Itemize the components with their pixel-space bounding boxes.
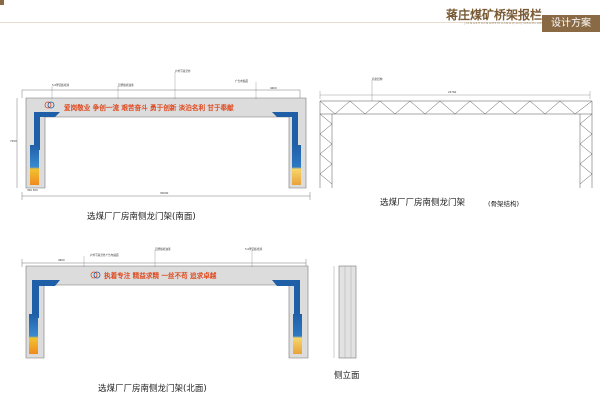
- header-title: 蒋庄煤矿桥架报栏: [445, 8, 542, 22]
- north-note-2: 铝塑板喷油漆: [155, 248, 171, 251]
- south-note-4: 广告布贴面: [235, 80, 248, 83]
- north-note-1: 户外写真室外广告布贴面: [90, 254, 119, 257]
- truss-caption: 选煤厂厂房南侧龙门架: [380, 198, 466, 208]
- south-note-3: 户外写真室外: [175, 70, 191, 73]
- south-dim-width: 30000: [160, 192, 169, 195]
- truss-dim-span: 22760: [448, 91, 457, 94]
- north-dim-top: 4600: [58, 259, 65, 262]
- truss-drawing: [319, 80, 593, 188]
- north-caption: 选煤厂厂房南侧龙门架(北面): [98, 384, 207, 394]
- south-note-1: 5.0厚铝板喷漆: [52, 84, 70, 87]
- north-view-drawing: [21, 250, 309, 359]
- truss-note: 桁架结构: [372, 78, 383, 81]
- header-badge: 设计方案: [542, 15, 600, 32]
- north-slogan: 执着专注 精益求精 一丝不苟 追求卓越: [104, 272, 217, 280]
- north-note-3: 5.0厚铝板喷漆: [245, 248, 263, 251]
- south-dim-height: 7200: [10, 140, 17, 143]
- side-caption: 侧立面: [334, 371, 360, 381]
- side-elevation-drawing: [333, 265, 357, 359]
- south-dim-foot: 300 300: [27, 189, 38, 192]
- south-caption: 选煤厂厂房南侧龙门架(南面): [87, 212, 196, 222]
- header-rule: [0, 22, 600, 23]
- south-slogan: 爱岗敬业 争创一流 艰苦奋斗 勇于创新 淡泊名利 甘于奉献: [64, 104, 234, 112]
- south-view-drawing: [16, 72, 311, 200]
- south-note-2: 铝塑板喷油漆: [118, 84, 134, 87]
- south-dim-top: 4600: [270, 87, 277, 90]
- header-subtitle: JIANGZHUANGMEIKUANGQIAOJIABAOLAN: [464, 21, 542, 25]
- header-corner-mark: [0, 0, 4, 5]
- truss-caption-sub: (骨架结构): [488, 200, 520, 208]
